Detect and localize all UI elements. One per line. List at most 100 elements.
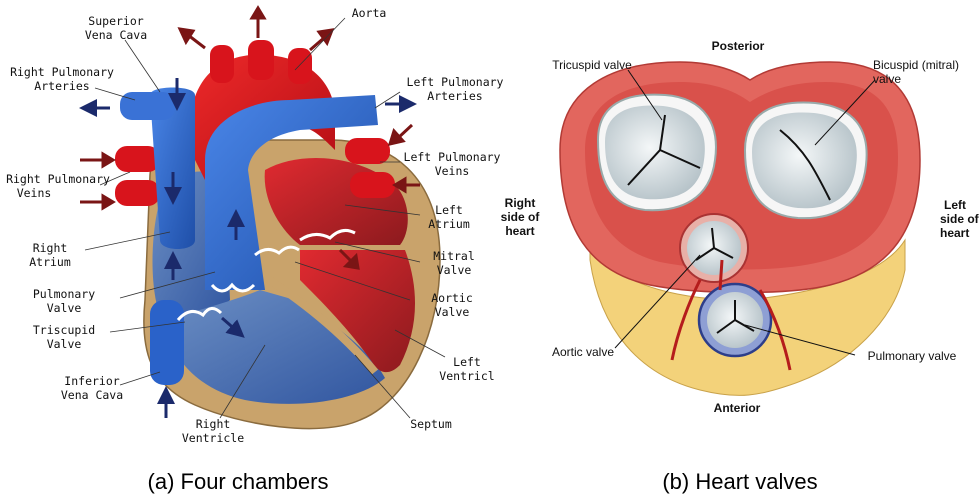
- label-tricuspid-valve-b: Tricuspid valve: [552, 58, 632, 72]
- bicuspid-valve-leaflets: [752, 112, 857, 208]
- svg-text:Right: Right: [196, 417, 231, 431]
- label-anterior: Anterior: [714, 401, 761, 415]
- label-left-pulmonary-arteries: Left Pulmonary: [407, 75, 504, 89]
- svg-text:Mitral: Mitral: [433, 249, 475, 263]
- label-bicuspid-valve-2: valve: [873, 72, 901, 86]
- svg-text:Pulmonary valve: Pulmonary valve: [868, 349, 957, 363]
- svg-text:side of: side of: [501, 210, 541, 224]
- label-aortic-valve: Aortic: [431, 291, 473, 305]
- svg-text:(a) Four chambers: (a) Four chambers: [148, 469, 329, 494]
- label-left-ventricle-2: Ventricl: [439, 369, 494, 383]
- label-left-side: Left: [944, 198, 966, 212]
- aorta-branch-3: [288, 48, 312, 84]
- label-left-side-2: side of: [940, 212, 979, 226]
- svg-text:heart: heart: [505, 224, 534, 238]
- svg-text:(b) Heart valves: (b) Heart valves: [662, 469, 817, 494]
- label-pulmonary-valve: Pulmonary: [33, 287, 95, 301]
- svg-text:Aortic valve: Aortic valve: [552, 345, 614, 359]
- left-pulmonary-vein-upper: [345, 138, 390, 164]
- svg-text:Veins: Veins: [17, 186, 52, 200]
- label-mitral-valve-2: Valve: [437, 263, 472, 277]
- right-pulmonary-vein-lower: [115, 180, 160, 206]
- right-pulmonary-artery: [120, 92, 175, 120]
- svg-text:Superior: Superior: [88, 14, 143, 28]
- caption-heart-valves: (b) Heart valves: [662, 469, 817, 494]
- label-tricuspid-valve-2: Valve: [47, 337, 82, 351]
- left-pulmonary-vein-lower: [350, 172, 395, 198]
- svg-text:Right: Right: [505, 196, 536, 210]
- svg-text:Anterior: Anterior: [714, 401, 761, 415]
- svg-text:Septum: Septum: [410, 417, 452, 431]
- right-pulmonary-vein-upper: [115, 146, 160, 172]
- label-pulmonary-valve-2: Valve: [47, 301, 82, 315]
- label-left-ventricle: Left: [453, 355, 481, 369]
- label-right-atrium: Right: [33, 241, 68, 255]
- label-right-pulmonary-veins-2: Veins: [17, 186, 52, 200]
- label-superior-vena-cava: Superior: [88, 14, 143, 28]
- label-left-pulmonary-veins-2: Veins: [435, 164, 470, 178]
- label-inferior-vena-cava: Inferior: [64, 374, 119, 388]
- svg-text:Ventricl: Ventricl: [439, 369, 494, 383]
- panel-heart-valves: Posterior Tricuspid valve Bicuspid (mitr…: [501, 39, 979, 494]
- aorta-branch-2: [248, 40, 274, 80]
- svg-text:Right Pulmonary: Right Pulmonary: [10, 65, 114, 79]
- label-right-pulmonary-veins: Right Pulmonary: [6, 172, 110, 186]
- label-left-pulmonary-arteries-2: Arteries: [427, 89, 482, 103]
- svg-text:Right Pulmonary: Right Pulmonary: [6, 172, 110, 186]
- svg-text:Arteries: Arteries: [427, 89, 482, 103]
- label-inferior-vena-cava-2: Vena Cava: [61, 388, 123, 402]
- label-right-atrium-2: Atrium: [29, 255, 71, 269]
- svg-text:Valve: Valve: [47, 337, 82, 351]
- svg-text:Aortic: Aortic: [431, 291, 473, 305]
- caption-four-chambers: (a) Four chambers: [148, 469, 329, 494]
- svg-text:Inferior: Inferior: [64, 374, 119, 388]
- label-right-ventricle: Right: [196, 417, 231, 431]
- inferior-vena-cava: [150, 300, 184, 385]
- svg-text:Valve: Valve: [435, 305, 470, 319]
- svg-text:side of: side of: [940, 212, 979, 226]
- label-posterior: Posterior: [712, 39, 765, 53]
- svg-text:Left: Left: [453, 355, 481, 369]
- svg-text:Left: Left: [944, 198, 966, 212]
- svg-text:Vena Cava: Vena Cava: [61, 388, 123, 402]
- label-left-side-3: heart: [940, 226, 969, 240]
- svg-text:Bicuspid (mitral): Bicuspid (mitral): [873, 58, 959, 72]
- label-right-side: Right: [505, 196, 536, 210]
- svg-text:valve: valve: [873, 72, 901, 86]
- label-mitral-valve: Mitral: [433, 249, 475, 263]
- aorta-branch-1: [210, 45, 234, 83]
- svg-text:Valve: Valve: [47, 301, 82, 315]
- svg-text:Atrium: Atrium: [29, 255, 71, 269]
- panel-four-chambers: Aorta Superior Vena Cava Right Pulmonary…: [6, 6, 503, 494]
- svg-text:Left: Left: [435, 203, 463, 217]
- label-left-atrium-2: Atrium: [428, 217, 470, 231]
- svg-text:Tricuspid valve: Tricuspid valve: [552, 58, 632, 72]
- label-left-pulmonary-veins: Left Pulmonary: [404, 150, 501, 164]
- svg-text:Left Pulmonary: Left Pulmonary: [407, 75, 504, 89]
- label-superior-vena-cava-2: Vena Cava: [85, 28, 147, 42]
- label-bicuspid-valve: Bicuspid (mitral): [873, 58, 959, 72]
- svg-text:Posterior: Posterior: [712, 39, 765, 53]
- label-left-atrium: Left: [435, 203, 463, 217]
- svg-text:Aorta: Aorta: [352, 6, 387, 20]
- label-tricuspid-valve: Triscupid: [33, 323, 95, 337]
- svg-text:Left Pulmonary: Left Pulmonary: [404, 150, 501, 164]
- svg-text:Valve: Valve: [437, 263, 472, 277]
- svg-text:Arteries: Arteries: [34, 79, 89, 93]
- label-right-ventricle-2: Ventricle: [182, 431, 244, 445]
- label-aorta: Aorta: [352, 6, 387, 20]
- label-aortic-valve-2: Valve: [435, 305, 470, 319]
- label-right-side-3: heart: [505, 224, 534, 238]
- label-aortic-valve-b: Aortic valve: [552, 345, 614, 359]
- svg-text:Veins: Veins: [435, 164, 470, 178]
- tricuspid-valve-leaflets: [605, 105, 705, 199]
- svg-text:Ventricle: Ventricle: [182, 431, 244, 445]
- label-right-side-2: side of: [501, 210, 541, 224]
- label-pulmonary-valve-b: Pulmonary valve: [868, 349, 957, 363]
- svg-text:Right: Right: [33, 241, 68, 255]
- svg-text:Triscupid: Triscupid: [33, 323, 95, 337]
- label-septum: Septum: [410, 417, 452, 431]
- label-right-pulmonary-arteries: Right Pulmonary: [10, 65, 114, 79]
- svg-text:Pulmonary: Pulmonary: [33, 287, 95, 301]
